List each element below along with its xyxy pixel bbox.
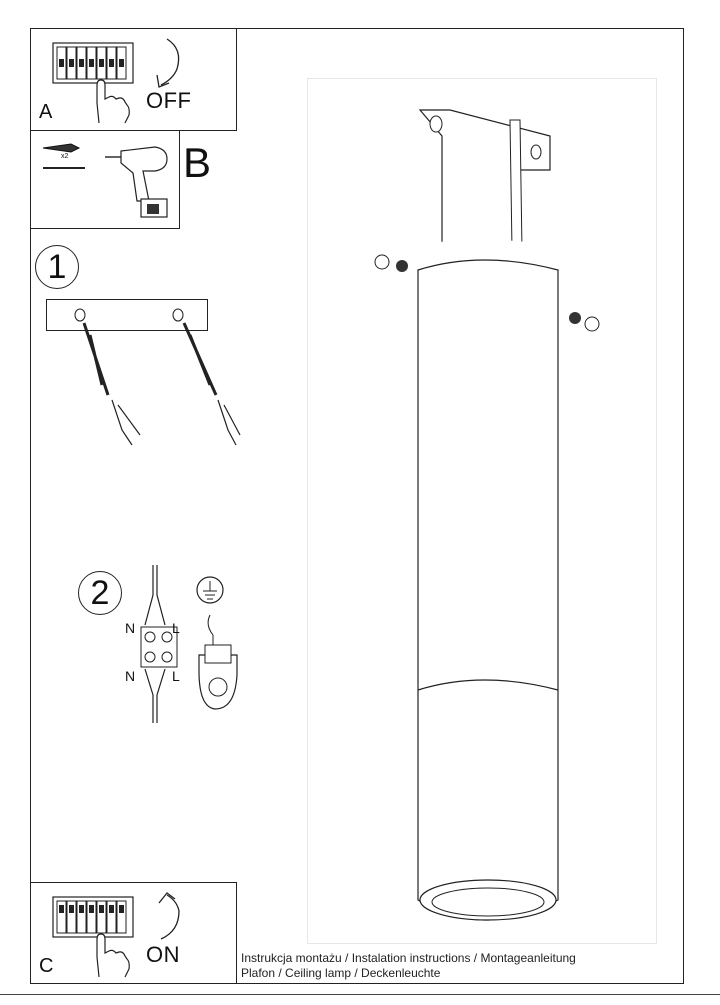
off-label: OFF: [146, 88, 192, 113]
circuit-breaker-icon: [52, 42, 134, 84]
neutral-label-top: N: [125, 620, 136, 636]
step-2-number: 2: [78, 571, 122, 615]
caption-line-1: Instrukcja montażu / Instalation instruc…: [241, 951, 576, 965]
hand-icon: [96, 79, 130, 124]
live-label-bottom: L: [172, 668, 180, 684]
step-a-letter: A: [39, 101, 53, 123]
step-1-number: 1: [35, 245, 79, 289]
instruction-sheet-frame: [30, 28, 684, 984]
screw-icon: [43, 167, 85, 169]
on-label: ON: [146, 942, 180, 967]
quantity-label: x2: [61, 153, 69, 160]
circuit-breaker-icon: [52, 896, 134, 938]
curved-arrow-icon: [156, 38, 180, 88]
curved-arrow-icon: [158, 892, 180, 940]
earth-ground-icon: [196, 576, 238, 710]
ceiling-lamp-icon: [374, 109, 600, 930]
bottom-rule: [0, 994, 720, 995]
wall-anchor-drawing: [74, 308, 241, 446]
step-a-panel: A OFF: [30, 28, 237, 131]
drill-icon: [105, 146, 168, 218]
wall-plug-icon: [42, 143, 81, 153]
terminal-block-icon: [140, 565, 178, 723]
step-c-panel: C ON: [30, 882, 237, 984]
step-b-letter: B: [183, 139, 212, 186]
hand-icon: [96, 933, 130, 978]
live-label-top: L: [172, 620, 180, 636]
neutral-label-bottom: N: [125, 668, 136, 684]
caption-line-2: Plafon / Ceiling lamp / Deckenleuchte: [241, 966, 441, 980]
step-c-letter: C: [39, 955, 54, 977]
step-b-panel: x2 B: [30, 130, 211, 229]
